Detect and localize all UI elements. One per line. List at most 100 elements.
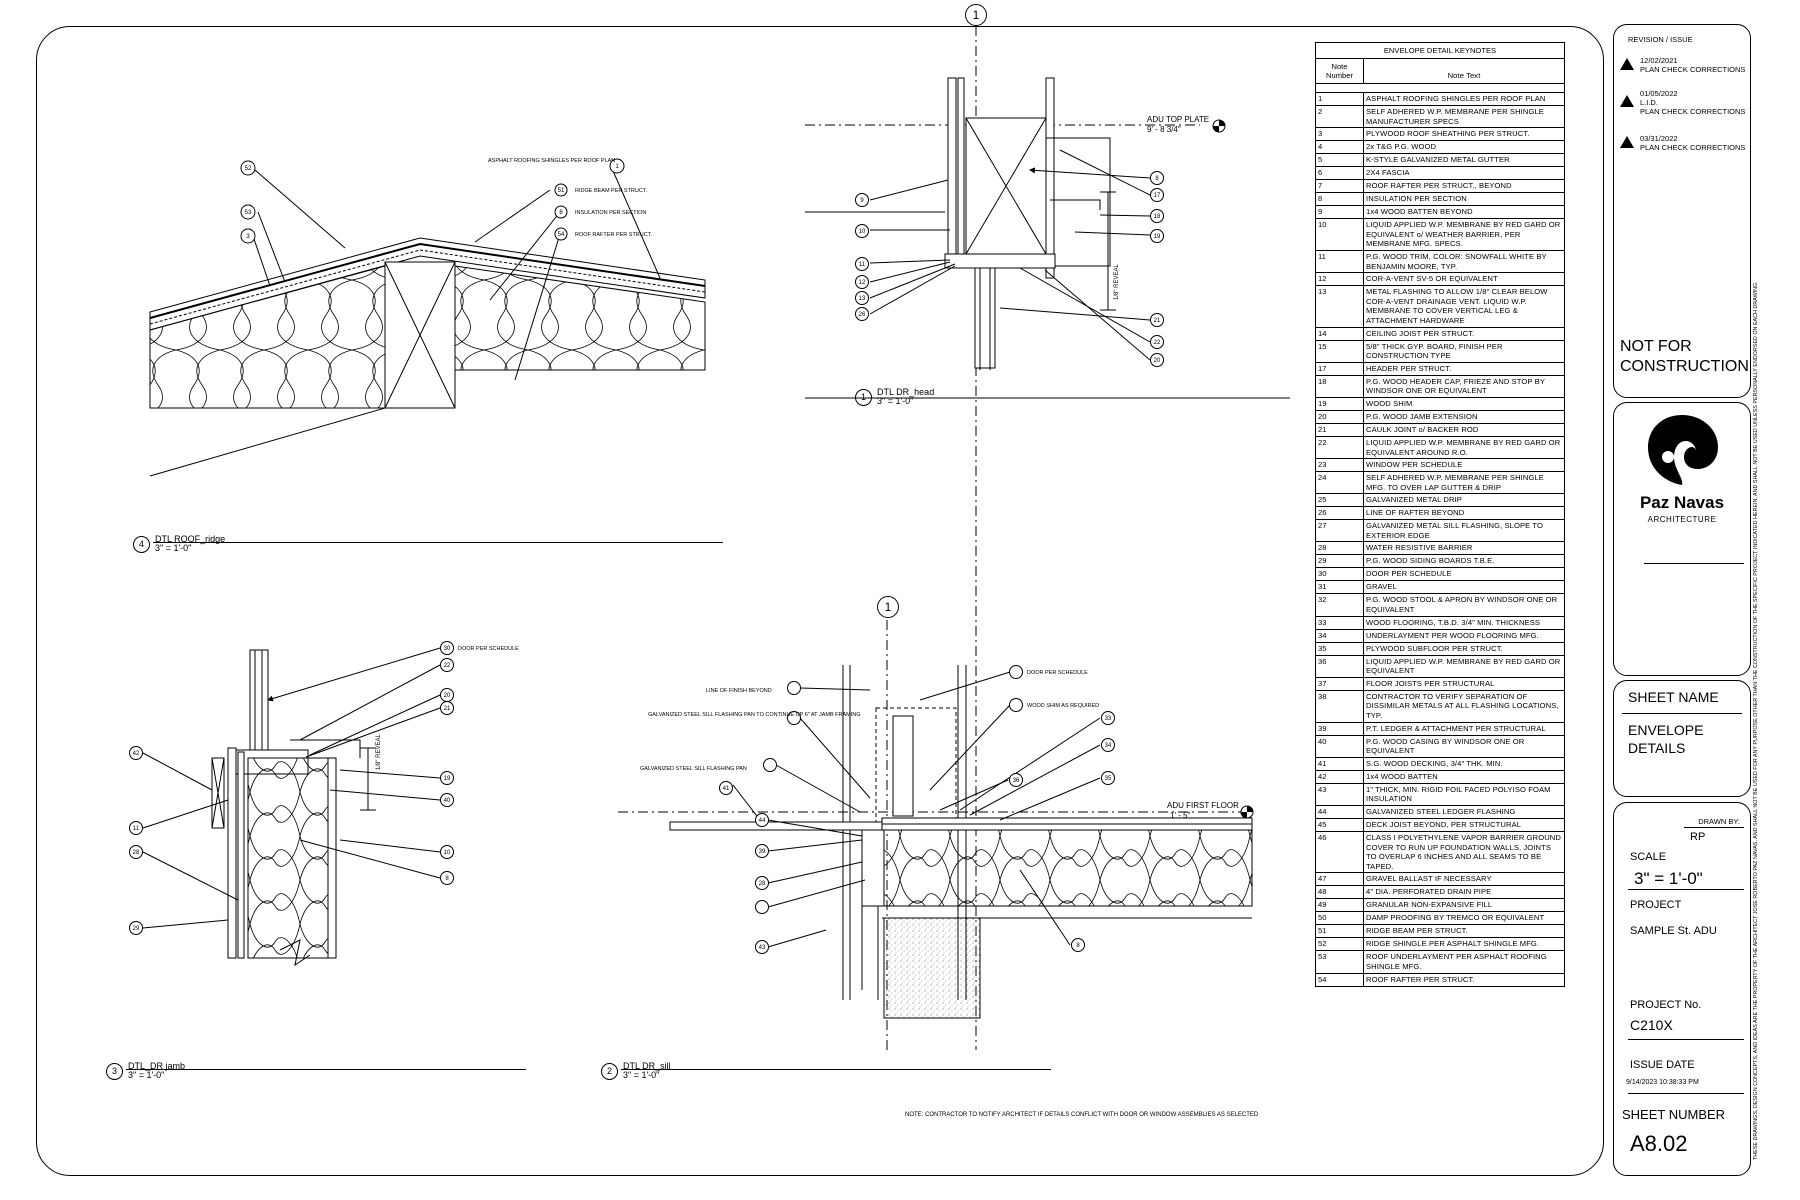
keynote-number: 7	[1316, 180, 1364, 193]
keynote-number: 12	[1316, 273, 1364, 286]
keynote-text: LIQUID APPLIED W.P. MEMBRANE BY RED GARD…	[1366, 220, 1561, 249]
roof-callout-texts: ASPHALT ROOFING SHINGLES PER ROOF PLAN R…	[488, 158, 652, 238]
head-level-elev: 9' - 8 3/4"	[1147, 125, 1181, 134]
head-bubble-19: 19	[1154, 234, 1161, 240]
detail-title-head-num: 1	[855, 389, 872, 406]
keynote-text: ROOF UNDERLAYMENT PER ASPHALT ROOFING SH…	[1366, 952, 1547, 971]
keynote-text: 2X4 FASCIA	[1366, 168, 1410, 178]
jamb-bubble-30: 30	[444, 646, 451, 652]
firm-sub: ARCHITECTURE	[1647, 515, 1717, 524]
jamb-bubble-40: 40	[444, 798, 451, 804]
keynote-number: 40	[1316, 735, 1364, 757]
project-no-label: PROJECT No.	[1630, 999, 1702, 1011]
roof-bubble-3: 3	[246, 234, 250, 240]
keynote-number: 51	[1316, 925, 1364, 938]
detail-title-jamb-scale: 3" = 1'-0"	[128, 1070, 165, 1080]
keynote-number: 25	[1316, 494, 1364, 507]
jamb-bubble-8: 8	[445, 876, 449, 882]
revision-2: 01/05/2022 L.I.D. PLAN CHECK CORRECTIONS	[1620, 89, 1745, 116]
keynote-number: 30	[1316, 568, 1364, 581]
bottom-note: NOTE: CONTRACTOR TO NOTIFY ARCHITECT IF …	[905, 1112, 1259, 1118]
jamb-bubble-42: 42	[133, 751, 140, 757]
roof-bubble-53: 53	[245, 210, 252, 216]
logo-box: Paz Navas ARCHITECTURE	[1613, 402, 1751, 676]
head-bubble-13: 13	[859, 296, 866, 302]
jamb-bubble-21: 21	[444, 706, 451, 712]
issue-date-label: ISSUE DATE	[1630, 1059, 1695, 1071]
keynote-number: 14	[1316, 327, 1364, 340]
keynote-text: CONTRACTOR TO VERIFY SEPARATION OF DISSI…	[1366, 691, 1559, 721]
keynote-text: GRAVEL BALLAST IF NECESSARY	[1366, 874, 1492, 884]
keynote-text: DOOR PER SCHEDULE	[1366, 569, 1452, 579]
keynote-number: 27	[1316, 520, 1364, 542]
jamb-bubble-19: 19	[444, 776, 451, 782]
keynote-number: 20	[1316, 410, 1364, 423]
keynote-text: METAL FLASHING TO ALLOW 1/8" CLEAR BELOW…	[1366, 287, 1548, 325]
keynote-number: 11	[1316, 250, 1364, 273]
jamb-bubble-28: 28	[133, 850, 140, 856]
keynote-number: 45	[1316, 819, 1364, 831]
jamb-bubbles: 30 22 20 21 19 40 10 8 42 11 28 29	[129, 641, 454, 935]
sheet-number-label: SHEET NUMBER	[1622, 1107, 1726, 1122]
revision-box: REVISION / ISSUE 12/02/2021 PLAN CHECK C…	[1613, 24, 1751, 398]
head-bubble-12: 12	[859, 280, 866, 286]
keynote-text: UNDERLAYMENT PER WOOD FLOORING MFG.	[1366, 630, 1539, 640]
sill-note-shim: WOOD SHIM AS REQUIRED	[1027, 703, 1099, 709]
detail-title-sill-num: 2	[601, 1063, 618, 1080]
revision-1: 12/02/2021 PLAN CHECK CORRECTIONS	[1620, 56, 1745, 74]
keynote-number: 35	[1316, 642, 1364, 655]
keynote-text: DAMP PROOFING BY TREMCO OR EQUIVALENT	[1366, 913, 1545, 923]
keynote-text: WOOD SHIM	[1366, 398, 1413, 408]
sill-bubble-28: 28	[759, 881, 766, 887]
keynote-number: 8	[1316, 193, 1364, 206]
keynote-text: HEADER PER STRUCT.	[1366, 363, 1452, 373]
keynote-text: GRAVEL	[1366, 582, 1397, 592]
sill-bubble-41: 41	[723, 786, 730, 792]
head-reveal: 1/8" REVEAL	[1114, 264, 1120, 300]
roof-bubble-8: 8	[559, 210, 563, 216]
revision-3: 03/31/2022 PLAN CHECK CORRECTIONS	[1620, 134, 1745, 152]
keynote-text: 1x4 WOOD BATTEN BEYOND	[1366, 207, 1473, 217]
keynotes-table: ENVELOPE DETAIL KEYNOTES Note Number Not…	[1315, 42, 1565, 987]
keynote-text: P.T. LEDGER & ATTACHMENT PER STRUCTURAL	[1366, 723, 1546, 733]
detail-roof-ridge	[149, 163, 706, 477]
revision-title: REVISION / ISSUE	[1628, 35, 1693, 44]
detail-title-head-scale: 3" = 1'-0"	[877, 396, 914, 406]
keynote-number: 2	[1316, 106, 1364, 128]
keynote-text: 4" DIA. PERFORATED DRAIN PIPE	[1366, 887, 1492, 897]
detail-title-sill-scale: 3" = 1'-0"	[623, 1070, 660, 1080]
sill-bubble-44: 44	[759, 818, 766, 824]
keynote-number: 48	[1316, 886, 1364, 899]
keynote-text: GALVANIZED METAL SILL FLASHING, SLOPE TO…	[1366, 521, 1544, 540]
keynote-number: 54	[1316, 973, 1364, 986]
keynote-number: 23	[1316, 459, 1364, 472]
keynote-text: P.G. WOOD TRIM, COLOR: SNOWFALL WHITE BY…	[1366, 251, 1547, 271]
sill-bubble-34: 34	[1105, 743, 1112, 749]
keynote-number: 34	[1316, 629, 1364, 642]
jamb-bubble-22: 22	[444, 663, 451, 669]
sill-note-finish: LINE OF FINISH BEYOND	[706, 688, 772, 694]
keynote-number: 18	[1316, 375, 1364, 397]
keynote-text: COR-A-VENT SV-5 OR EQUIVALENT	[1366, 274, 1498, 284]
keynote-number: 6	[1316, 167, 1364, 180]
keynotes-title: ENVELOPE DETAIL KEYNOTES	[1383, 46, 1497, 55]
keynote-number: 4	[1316, 141, 1364, 154]
sill-note-pan: GALVANIZED STEEL SILL FLASHING PAN	[640, 766, 747, 772]
sill-bubble-43: 43	[759, 945, 766, 951]
